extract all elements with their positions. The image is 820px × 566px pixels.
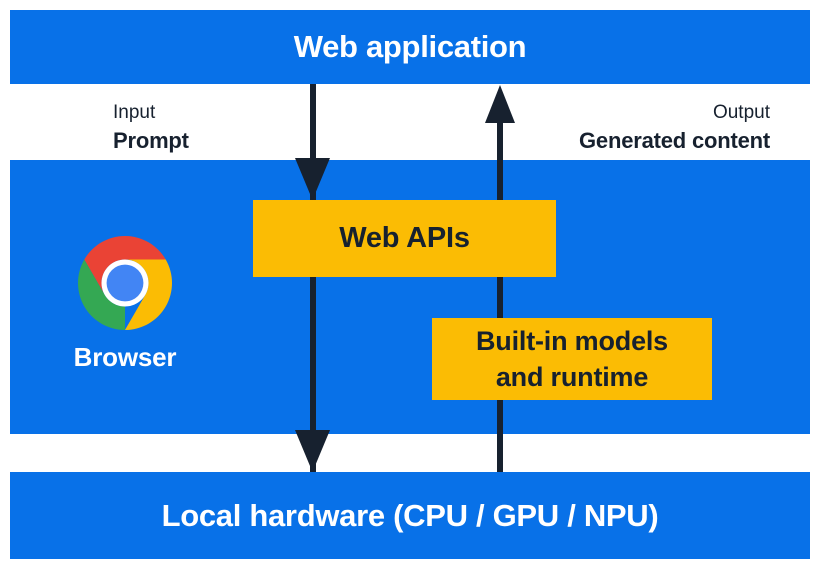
local-hardware-label: Local hardware (CPU / GPU / NPU) xyxy=(161,497,659,533)
local-hardware-bar: Local hardware (CPU / GPU / NPU) xyxy=(10,472,810,559)
builtin-models-box: Built-in models and runtime xyxy=(432,318,712,400)
output-value: Generated content xyxy=(579,128,770,153)
output-caption: Output xyxy=(712,102,770,123)
chrome-icon xyxy=(78,236,172,330)
browser-label: Browser xyxy=(73,342,177,372)
output-label-group: Output Generated content xyxy=(579,99,770,155)
web-application-bar: Web application xyxy=(10,10,810,84)
web-apis-label: Web APIs xyxy=(339,222,470,254)
arrow-down-head-lower-icon xyxy=(295,430,330,472)
web-apis-box: Web APIs xyxy=(253,200,556,277)
input-caption: Input xyxy=(113,102,156,123)
input-label-group: Input Prompt xyxy=(113,99,189,155)
web-application-label: Web application xyxy=(293,29,527,64)
builtin-models-label-line1: Built-in models xyxy=(476,326,668,356)
arrow-up-head-icon xyxy=(485,85,515,123)
arrow-up-line-icon xyxy=(497,123,503,472)
input-value: Prompt xyxy=(113,128,189,153)
arrow-down-line-icon xyxy=(310,84,316,472)
builtin-models-label-line2: and runtime xyxy=(495,362,649,392)
